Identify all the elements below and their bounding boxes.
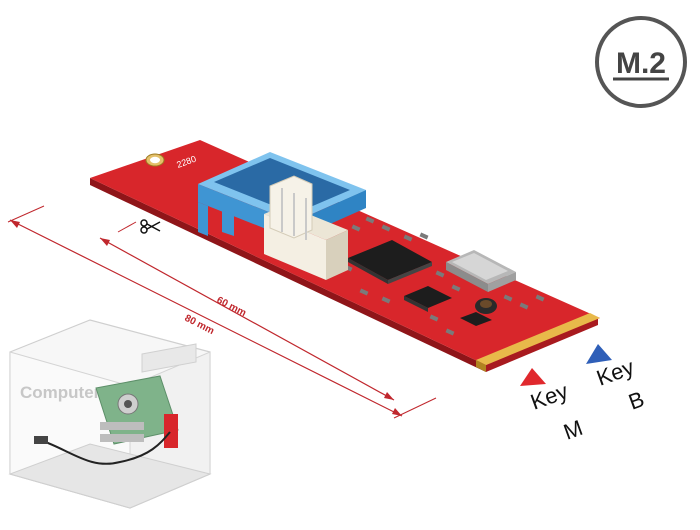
dimension-short-label: 60 mm: [215, 295, 248, 319]
key-m-letter: M: [560, 415, 586, 445]
key-m-triangle-icon: [520, 368, 546, 386]
key-b-label: Key B: [586, 344, 648, 415]
computer-inset: Computer: [8, 319, 212, 509]
m2-badge-label: M.2: [616, 47, 666, 80]
key-b-triangle-icon: [586, 344, 612, 364]
controller-chip: [348, 240, 432, 284]
dimension-long-label: 80 mm: [183, 313, 216, 337]
key-b-letter: B: [625, 386, 647, 415]
m2-adapter-board: 2280: [90, 140, 600, 372]
smd-components: [329, 216, 545, 336]
computer-label: Computer: [20, 383, 101, 402]
scissors-icon: [140, 219, 161, 234]
key-m-label: Key M: [520, 368, 586, 445]
power-connector: [264, 175, 348, 280]
m2-badge: M.2: [595, 16, 687, 108]
crystal-oscillator: [446, 250, 516, 292]
regulator-chip: [404, 286, 492, 326]
